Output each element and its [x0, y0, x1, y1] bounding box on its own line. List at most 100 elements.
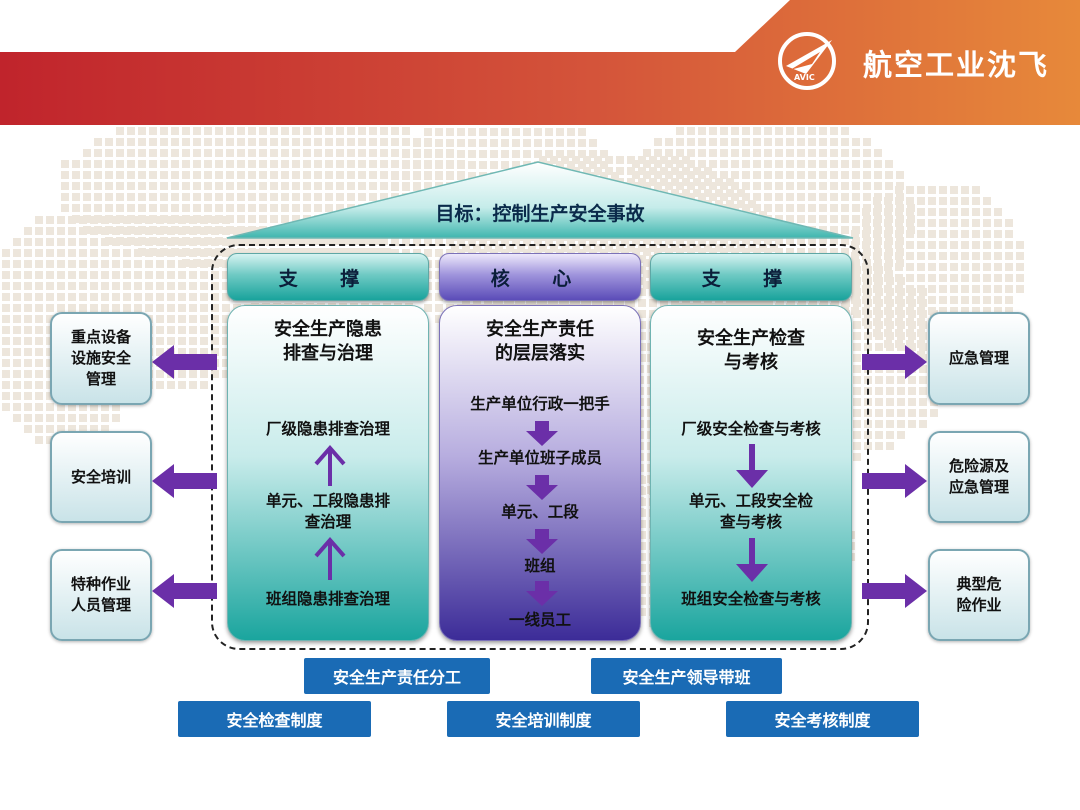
map-dot — [200, 227, 208, 235]
map-dot — [68, 403, 76, 411]
step-item-line: 查与考核 — [719, 513, 782, 531]
map-dot — [567, 139, 575, 147]
map-dot — [853, 453, 861, 461]
map-dot — [495, 244, 503, 252]
map-dot — [112, 414, 120, 422]
map-dot — [90, 249, 98, 257]
map-dot — [391, 238, 399, 246]
map-dot — [134, 238, 142, 246]
map-dot — [863, 138, 871, 146]
map-dot — [715, 200, 723, 208]
map-dot — [468, 128, 476, 136]
arrow-down-icon — [526, 581, 558, 606]
map-dot — [468, 150, 476, 158]
map-dot — [35, 315, 43, 323]
map-dot — [35, 359, 43, 367]
map-dot — [35, 392, 43, 400]
map-dot — [775, 149, 783, 157]
map-dot — [303, 127, 311, 135]
map-dot — [46, 238, 54, 246]
map-dot — [873, 252, 881, 260]
map-dot — [68, 227, 76, 235]
map-dot — [222, 337, 230, 345]
map-dot — [862, 274, 870, 282]
map-dot — [90, 425, 98, 433]
map-dot — [852, 160, 860, 168]
map-dot — [435, 304, 443, 312]
map-dot — [638, 288, 646, 296]
map-dot — [182, 182, 190, 190]
map-dot — [819, 171, 827, 179]
map-dot — [479, 238, 487, 246]
map-dot — [808, 182, 816, 190]
map-dot — [35, 260, 43, 268]
map-dot — [112, 249, 120, 257]
map-dot — [123, 216, 131, 224]
map-dot — [660, 178, 668, 186]
map-dot — [123, 227, 131, 235]
map-dot — [884, 296, 892, 304]
map-dot — [244, 227, 252, 235]
map-dot — [259, 127, 267, 135]
map-dot — [178, 304, 186, 312]
map-dot — [127, 204, 135, 212]
map-dot — [24, 238, 32, 246]
map-dot — [638, 498, 646, 506]
map-dot — [134, 293, 142, 301]
map-dot — [270, 182, 278, 190]
map-dot — [698, 160, 706, 168]
map-dot — [561, 156, 569, 164]
map-dot — [167, 315, 175, 323]
map-dot — [281, 160, 289, 168]
map-dot — [797, 160, 805, 168]
map-dot — [167, 238, 175, 246]
map-dot — [380, 171, 388, 179]
map-dot — [358, 171, 366, 179]
map-dot — [182, 193, 190, 201]
map-dot — [149, 204, 157, 212]
map-dot — [90, 260, 98, 268]
map-dot — [248, 171, 256, 179]
map-dot — [545, 128, 553, 136]
map-dot — [819, 193, 827, 201]
arrow-down-icon — [526, 421, 558, 446]
map-dot — [83, 149, 91, 157]
map-dot — [819, 160, 827, 168]
map-dot — [895, 296, 903, 304]
map-dot — [244, 238, 252, 246]
arrow-up-icon — [314, 536, 346, 580]
map-dot — [149, 127, 157, 135]
map-dot — [731, 160, 739, 168]
map-dot — [189, 216, 197, 224]
map-dot — [358, 127, 366, 135]
map-dot — [895, 197, 903, 205]
map-dot — [819, 182, 827, 190]
map-dot — [654, 237, 662, 245]
arrow-left-icon — [152, 345, 217, 379]
map-dot — [369, 160, 377, 168]
map-dot — [737, 299, 745, 307]
map-dot — [884, 307, 892, 315]
map-dot — [632, 248, 640, 256]
map-dot — [259, 149, 267, 157]
map-dot — [215, 193, 223, 201]
map-dot — [2, 304, 10, 312]
map-dot — [391, 183, 399, 191]
map-dot — [413, 161, 421, 169]
map-dot — [676, 160, 684, 168]
map-dot — [939, 197, 947, 205]
side-box-line: 人员管理 — [70, 596, 131, 614]
map-dot — [211, 348, 219, 356]
map-dot — [35, 304, 43, 312]
map-dot — [908, 387, 916, 395]
map-dot — [950, 186, 958, 194]
map-dot — [764, 193, 772, 201]
map-dot — [906, 230, 914, 238]
map-dot — [704, 189, 712, 197]
step-item: 班组隐患排查治理 — [265, 589, 390, 608]
map-dot — [138, 127, 146, 135]
map-dot — [753, 204, 761, 212]
map-dot — [917, 285, 925, 293]
map-dot — [875, 398, 883, 406]
map-dot — [149, 171, 157, 179]
